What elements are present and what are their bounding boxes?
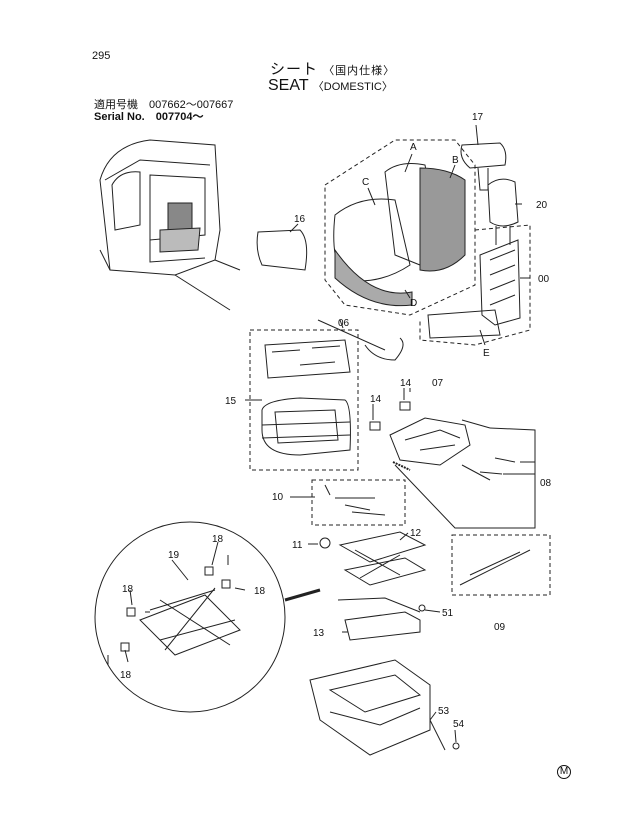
callout-07: 07 (432, 378, 444, 389)
callout-13: 13 (313, 628, 325, 639)
callout-16: 16 (294, 214, 306, 225)
callout-D: D (410, 298, 417, 309)
cab-illustration (99, 139, 241, 311)
callout-C: C (362, 177, 369, 188)
callout-11: 11 (292, 540, 303, 551)
callout-18a: 18 (212, 534, 224, 545)
callout-12: 12 (410, 528, 422, 539)
serial-range-english: Serial No. 007704～ (94, 111, 204, 123)
callout-15: 15 (225, 396, 237, 407)
title-japanese: シート 〈国内仕様〉 (270, 61, 396, 78)
callout-06: 06 (338, 318, 350, 329)
callout-54: 54 (453, 719, 465, 730)
callout-14a: 14 (400, 378, 412, 389)
callout-00: 00 (538, 274, 550, 285)
callout-20: 20 (536, 200, 548, 211)
serial-range-japanese: 適用号機 007662～007667 (94, 99, 234, 111)
callout-18b: 18 (122, 584, 134, 595)
callout-19: 19 (168, 550, 180, 561)
callout-51: 51 (442, 608, 454, 619)
callout-10: 10 (272, 492, 284, 503)
callout-E: E (483, 348, 490, 359)
callout-18c: 18 (254, 586, 266, 597)
callout-14b: 14 (370, 394, 382, 405)
callout-17: 17 (472, 112, 484, 123)
page-number: 295 (92, 50, 111, 62)
callout-09: 09 (494, 622, 506, 633)
revision-marker: M (557, 765, 571, 779)
callout-B: B (452, 155, 459, 166)
callout-53: 53 (438, 706, 450, 717)
callout-08: 08 (540, 478, 552, 489)
title-english: SEAT 〈DOMESTIC〉 (268, 77, 393, 94)
callout-A: A (410, 142, 417, 153)
callout-18d: 18 (120, 670, 132, 681)
